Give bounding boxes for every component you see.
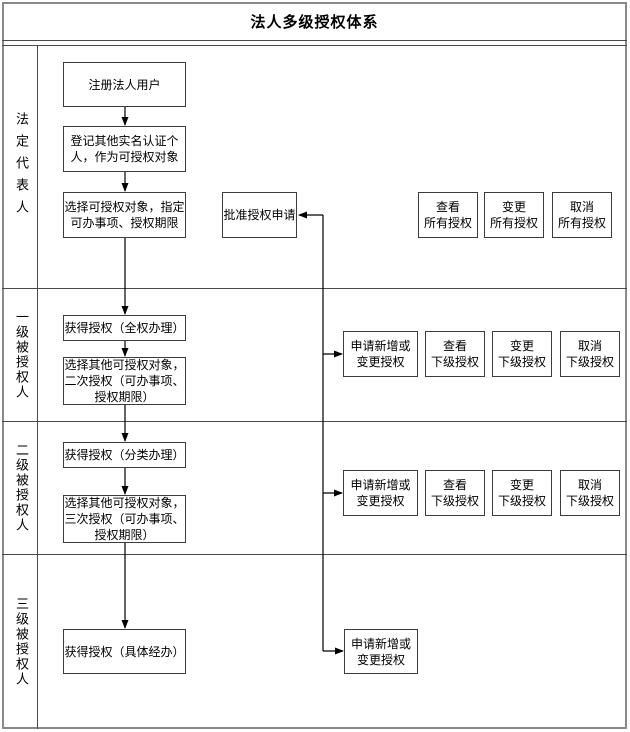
box-apply-add-change-auth-l1: 申请新增或 变更授权 — [343, 331, 418, 377]
box-view-sub-auth-l2: 查看 下级授权 — [425, 470, 485, 516]
label-column-divider — [37, 45, 38, 729]
box-cancel-all-auth: 取消 所有授权 — [552, 192, 612, 238]
box-approve-auth-request: 批准授权申请 — [222, 192, 297, 238]
box-obtain-auth-classified: 获得授权（分类办理） — [63, 442, 186, 468]
lane-divider-3 — [2, 554, 627, 555]
box-cancel-sub-auth-l2: 取消 下级授权 — [560, 470, 620, 516]
diagram-title: 法人多级授权体系 — [250, 13, 379, 31]
title-band-divider — [2, 40, 627, 41]
box-apply-add-change-auth-l2: 申请新增或 变更授权 — [343, 470, 418, 516]
box-register-other-persons: 登记其他实名认证个 人，作为可授权对象 — [63, 126, 186, 172]
box-cancel-sub-auth-l1: 取消 下级授权 — [560, 331, 620, 377]
box-view-all-auth: 查看 所有授权 — [418, 192, 478, 238]
box-select-second-auth: 选择其他可授权对象， 二次授权（可办事项、 授权期限） — [63, 357, 186, 405]
lane-label-level2-authorizee: 二级被授权人 — [13, 442, 28, 533]
main-area-top-border — [2, 45, 627, 46]
lane-label-level3-authorizee: 三级被授权人 — [13, 596, 28, 687]
lane-divider-1 — [2, 288, 627, 289]
box-select-authorizees: 选择可授权对象，指定 可办事项、授权期限 — [63, 192, 186, 238]
box-select-third-auth: 选择其他可授权对象， 三次授权（可办事项、 授权期限） — [63, 495, 186, 543]
lane-divider-2 — [2, 421, 627, 422]
box-change-all-auth: 变更 所有授权 — [484, 192, 544, 238]
box-apply-add-change-auth-l3: 申请新增或 变更授权 — [344, 629, 418, 674]
box-change-sub-auth-l1: 变更 下级授权 — [492, 331, 552, 377]
box-obtain-auth-full: 获得授权（全权办理） — [63, 315, 186, 341]
box-view-sub-auth-l1: 查看 下级授权 — [425, 331, 485, 377]
box-obtain-auth-specific: 获得授权（具体经办） — [63, 629, 186, 674]
lane-label-level1-authorizee: 一级被授权人 — [13, 309, 28, 400]
lane-label-legal-representative: 法定代表人 — [13, 111, 28, 222]
box-register-legal-user: 注册法人用户 — [63, 62, 186, 107]
box-change-sub-auth-l2: 变更 下级授权 — [492, 470, 552, 516]
